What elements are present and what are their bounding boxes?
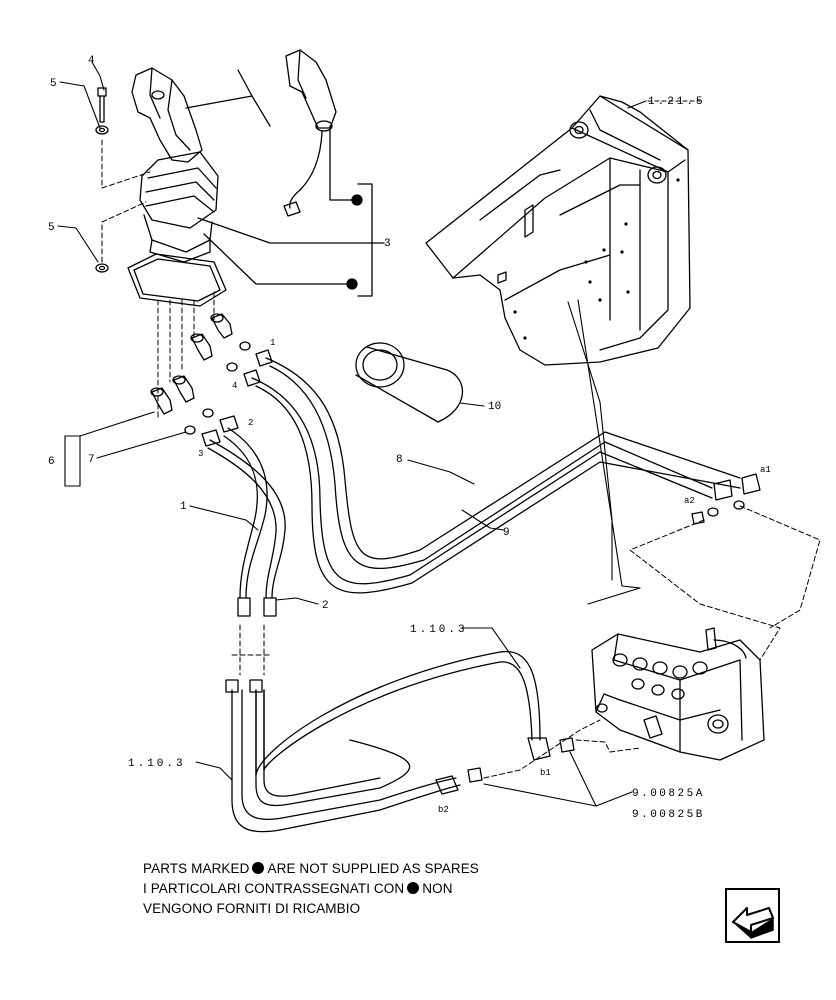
label-part-5-top: 5 bbox=[50, 78, 57, 90]
bracket-3 bbox=[197, 125, 385, 297]
label-part-6: 6 bbox=[48, 456, 55, 468]
label-part-9: 9 bbox=[503, 527, 510, 539]
label-ref-1-10-3-left: 1.10.3 bbox=[128, 758, 186, 770]
loader-frame-drawing bbox=[425, 95, 701, 366]
filled-circle-icon bbox=[252, 862, 265, 874]
label-part-5-bottom: 5 bbox=[48, 222, 55, 234]
label-port-b2: b2 bbox=[438, 805, 449, 815]
label-port-a1: a1 bbox=[760, 465, 771, 475]
note-line-2-end: NON bbox=[422, 881, 453, 896]
hoses-drawing bbox=[207, 357, 761, 833]
fittings-drawing bbox=[150, 313, 273, 447]
label-ref-1-10-3-top: 1.10.3 bbox=[410, 624, 468, 636]
callout-labels: 4 5 5 3 6 7 1 2 8 9 10 1 4 2 3 1.21.5 1.… bbox=[48, 55, 771, 821]
filled-circle-icon bbox=[407, 882, 420, 894]
label-ref-9-00825A: 9.00825A bbox=[632, 788, 705, 800]
previous-page-button[interactable] bbox=[725, 888, 780, 943]
note-line-3: VENGONO FORNITI DI RICAMBIO bbox=[143, 899, 360, 919]
label-ref-9-00825B: 9.00825B bbox=[632, 809, 705, 821]
note-line-2: I PARTICOLARI CONTRASSEGNATI CON NON bbox=[143, 879, 453, 899]
arrow-left-page-icon bbox=[725, 888, 780, 943]
label-part-7: 7 bbox=[88, 454, 95, 466]
label-sub-3: 3 bbox=[198, 449, 203, 459]
label-part-1: 1 bbox=[180, 501, 187, 513]
sleeve-drawing bbox=[355, 342, 464, 423]
control-valve-drawing bbox=[483, 505, 821, 779]
note-line-3-text: VENGONO FORNITI DI RICAMBIO bbox=[143, 901, 361, 916]
label-part-8: 8 bbox=[396, 454, 403, 466]
joystick-drawing bbox=[95, 67, 273, 676]
label-sub-2: 2 bbox=[248, 418, 253, 428]
note-line-1-start: PARTS MARKED bbox=[143, 861, 250, 876]
leader-lines bbox=[57, 61, 647, 807]
label-ref-1-21-5: 1.21.5 bbox=[648, 96, 706, 108]
note-line-1: PARTS MARKED ARE NOT SUPPLIED AS SPARES bbox=[143, 859, 479, 879]
label-part-4: 4 bbox=[88, 55, 95, 67]
note-line-1-end: ARE NOT SUPPLIED AS SPARES bbox=[267, 861, 479, 876]
label-part-2: 2 bbox=[322, 600, 329, 612]
handle-with-cable-drawing bbox=[283, 49, 337, 217]
label-part-3: 3 bbox=[384, 238, 391, 250]
label-part-10: 10 bbox=[488, 401, 501, 413]
label-sub-4: 4 bbox=[232, 381, 237, 391]
label-port-a2: a2 bbox=[684, 496, 695, 506]
label-sub-1: 1 bbox=[270, 338, 275, 348]
note-line-2-start: I PARTICOLARI CONTRASSEGNATI CON bbox=[143, 881, 405, 896]
label-port-b1: b1 bbox=[540, 768, 551, 778]
